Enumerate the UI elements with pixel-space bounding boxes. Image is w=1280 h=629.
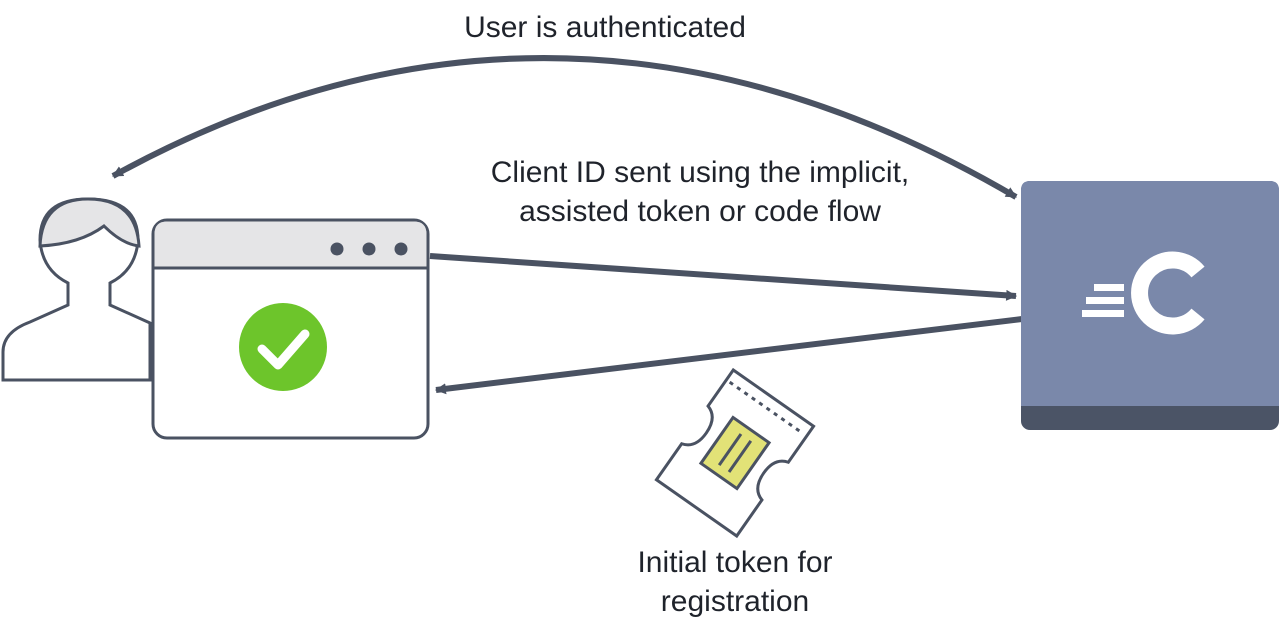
token-return-arrow xyxy=(434,316,1023,395)
window-dot-icon xyxy=(330,242,344,256)
user-icon xyxy=(1,197,152,382)
client-id-label-line2: assisted token or code flow xyxy=(519,195,881,228)
ticket-token-icon xyxy=(654,367,816,539)
auth-arrow xyxy=(111,55,1018,200)
checkmark-icon xyxy=(239,303,327,391)
client-id-label-line1: Client ID sent using the implicit, xyxy=(490,156,910,189)
client-id-arrow xyxy=(429,253,1018,301)
auth-label: User is authenticated xyxy=(464,11,746,44)
window-dot-icon xyxy=(394,242,408,256)
curity-server-icon xyxy=(1021,181,1279,430)
token-label-line1: Initial token for xyxy=(637,546,833,579)
token-label-line2: registration xyxy=(660,585,810,618)
curity-logo-icon xyxy=(1082,251,1205,335)
window-dot-icon xyxy=(362,242,376,256)
